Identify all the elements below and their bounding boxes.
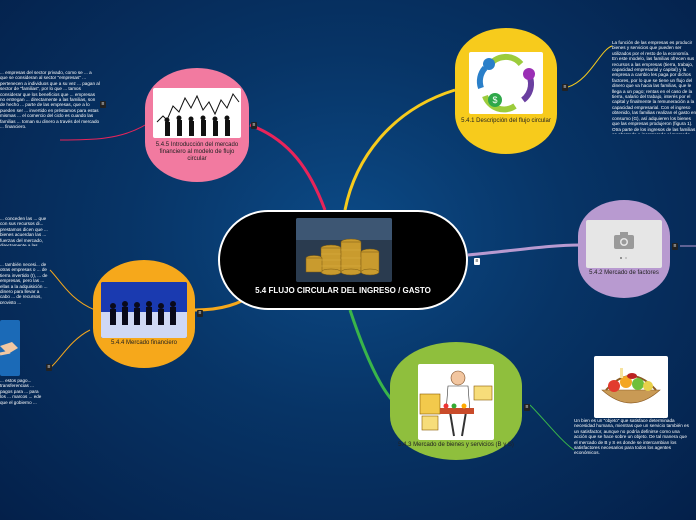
svg-text:$: $	[492, 95, 497, 105]
node-543[interactable]: 5.4.3 Mercado de bienes y servicios (B y…	[390, 342, 522, 460]
market-vendor-image	[418, 364, 494, 440]
node-541[interactable]: $ 5.4.1 Descripción del flujo circular	[455, 28, 557, 154]
note-543: Un bien es un "objeto" que satisface det…	[574, 418, 690, 460]
node-543-label: 5.4.3 Mercado de bienes y servicios (B y…	[390, 442, 522, 449]
node-545[interactable]: 5.4.5 Introducción del mercado financier…	[145, 68, 249, 182]
note-left-bottom: ... estos pago... transferencias ... pag…	[0, 378, 44, 410]
connector-543	[350, 310, 392, 400]
business-people-silhouettes-image	[101, 282, 187, 338]
note-icon[interactable]	[474, 258, 480, 265]
note-icon[interactable]	[46, 364, 52, 371]
note-icon[interactable]	[197, 310, 203, 317]
note-icon[interactable]	[672, 243, 678, 250]
note-545: ... empresas del sector privado, como se…	[0, 70, 100, 138]
note-icon[interactable]	[562, 84, 568, 91]
node-542-label: 5.4.2 Mercado de factores	[578, 270, 670, 277]
node-542[interactable]: 5.4.2 Mercado de factores	[578, 200, 670, 298]
connector-545	[250, 125, 325, 210]
node-544-label: 5.4.4 Mercado financiero	[93, 340, 195, 347]
node-541-label: 5.4.1 Descripción del flujo circular	[455, 118, 557, 125]
note-544a: ... conceden las ... que con sus recurso…	[0, 216, 54, 246]
note-icon[interactable]	[251, 122, 257, 129]
note-icon[interactable]	[524, 404, 530, 411]
handshake-image	[0, 320, 20, 376]
note-541: La función de las empresas es producir b…	[612, 40, 696, 134]
note-544b: ... también necesi... de otras empresas …	[0, 262, 50, 304]
connector-542	[468, 245, 580, 255]
central-topic[interactable]: 5.4 FLUJO CIRCULAR DEL INGRESO / GASTO	[218, 210, 468, 310]
business-chart-silhouettes-image	[153, 88, 241, 138]
coins-stacks-image	[296, 218, 392, 282]
food-basket-image	[594, 356, 668, 418]
connector-541	[345, 90, 455, 210]
node-544[interactable]: 5.4.4 Mercado financiero	[93, 260, 195, 368]
circular-arrows-dollar-image: $	[469, 52, 543, 114]
camera-placeholder-image	[586, 220, 662, 268]
node-545-label: 5.4.5 Introducción del mercado financier…	[153, 142, 241, 163]
note-icon[interactable]	[100, 101, 106, 108]
central-topic-title: 5.4 FLUJO CIRCULAR DEL INGRESO / GASTO	[220, 286, 466, 295]
